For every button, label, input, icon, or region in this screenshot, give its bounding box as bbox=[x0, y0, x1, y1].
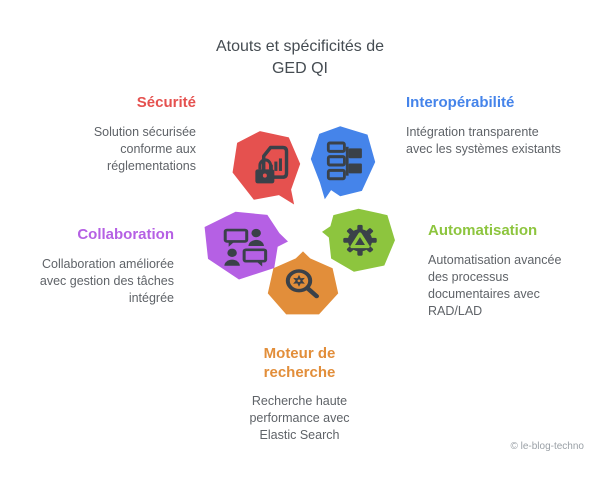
page-title-line1: Atouts et spécificités de bbox=[215, 38, 385, 55]
lock-shackle bbox=[258, 158, 273, 170]
feature-interoperabilite-label: Interopérabilité bbox=[406, 94, 515, 111]
feature-moteur-de-recherche-description: Recherche haute performance avec Elastic… bbox=[249, 394, 350, 442]
hexagon-collaboration bbox=[204, 211, 288, 280]
page-title-line2: GED QI bbox=[271, 60, 328, 77]
hexagon-moteur-de-recherche bbox=[267, 251, 339, 315]
lock-keyhole bbox=[262, 173, 267, 178]
feature-automatisation-description: Automatisation avancée des processus doc… bbox=[428, 253, 562, 318]
person-top-body bbox=[248, 239, 264, 246]
feature-automatisation: Automatisation Automatisation avancée de… bbox=[428, 222, 578, 320]
hierarchy-outlined-nodes bbox=[326, 141, 346, 181]
document-chart-lock-icon bbox=[255, 145, 289, 184]
chat-bubble-bottom-tail bbox=[255, 260, 263, 267]
feature-interoperabilite: Interopérabilité Intégration transparent… bbox=[406, 94, 566, 158]
people-chat-icon bbox=[223, 228, 268, 267]
search-gear-icon bbox=[285, 269, 319, 299]
feature-collaboration-description: Collaboration améliorée avec gestion des… bbox=[39, 257, 174, 305]
person-bottom-body bbox=[224, 259, 240, 266]
feature-securite-label: Sécurité bbox=[136, 94, 196, 111]
person-bottom-head bbox=[227, 248, 237, 258]
feature-interoperabilite-description: Intégration transparente avec les systèm… bbox=[406, 125, 561, 156]
page-title: Atouts et spécificités de GED QI bbox=[190, 36, 410, 80]
person-top-head bbox=[251, 228, 261, 238]
chat-bubble-top bbox=[223, 228, 249, 243]
feature-moteur-de-recherche: Moteur de recherche Recherche haute perf… bbox=[232, 344, 367, 444]
feature-moteur-de-recherche-label: Moteur de recherche bbox=[263, 345, 336, 381]
hexagon-automatisation bbox=[322, 208, 395, 272]
star-center-dot bbox=[297, 279, 301, 283]
hierarchy-solid-nodes bbox=[345, 146, 362, 176]
feature-automatisation-label: Automatisation bbox=[428, 222, 538, 239]
magnifier-lens bbox=[285, 269, 313, 293]
chat-bubble-bottom bbox=[242, 248, 268, 263]
feature-collaboration-label: Collaboration bbox=[77, 226, 174, 243]
feature-securite: Sécurité Solution sécurisée conforme aux… bbox=[66, 94, 196, 175]
gear-triangle-cutout bbox=[350, 232, 370, 249]
hierarchy-icon bbox=[326, 141, 362, 181]
credit-text: © le-blog-techno bbox=[510, 441, 584, 452]
hexagon-securite bbox=[232, 131, 301, 205]
feature-securite-description: Solution sécurisée conforme aux réglemen… bbox=[93, 125, 196, 173]
hexagon-securite-shape bbox=[232, 131, 301, 205]
hexagon-collaboration-shape bbox=[204, 211, 288, 280]
feature-collaboration: Collaboration Collaboration améliorée av… bbox=[14, 226, 174, 307]
hexagon-interoperabilite bbox=[310, 126, 376, 200]
magnifier-handle bbox=[305, 286, 319, 299]
gear-triangle-icon bbox=[343, 224, 377, 256]
